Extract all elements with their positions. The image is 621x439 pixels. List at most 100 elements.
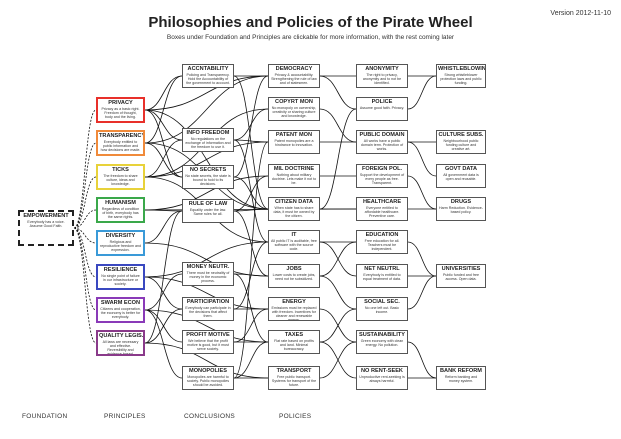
box-description: Everybody is entitled to equal treatment…	[363, 273, 401, 282]
box-description: Everybody has a voice. Assume Good Faith…	[27, 220, 65, 229]
box-title: COPYRT MON	[275, 99, 313, 105]
box-title: ANONYMITY	[365, 66, 399, 72]
box-title: PRIVACY	[108, 100, 133, 106]
link-principle-19	[144, 276, 269, 310]
box-description: No monopoly on ownership, creativity or …	[271, 106, 317, 119]
box-description: Patent monopolies are a hindrance to inn…	[274, 139, 314, 148]
box-title: DIVERSITY	[105, 233, 136, 239]
link-policy-bc-8	[407, 275, 437, 310]
box-description: Everybody can participate in the decisio…	[185, 306, 231, 319]
box-title: TRANSPARENCY	[99, 133, 145, 139]
box-title: POLICE	[371, 99, 393, 105]
conclusion-money-neutr: MONEY NEUTR.There must be neutrality of …	[182, 262, 234, 286]
version-label: Version 2012-11-10	[550, 10, 611, 17]
link-policy-bc-3	[407, 141, 437, 177]
link-principle-26	[144, 308, 183, 344]
box-description: Emissions must be replaced with freedom.…	[271, 306, 317, 321]
box-title: ACCNTABILITY	[187, 66, 229, 72]
box-title: SUSTAINABILITY	[359, 332, 405, 338]
column-label-principles: PRINCIPLES	[104, 413, 146, 420]
page-subtitle: Boxes under Foundation and Principles ar…	[166, 34, 455, 41]
link-principle-25	[144, 210, 183, 344]
box-description: Neighbourhood public funding culture and…	[443, 139, 479, 152]
box-title: GOVT DATA	[444, 166, 478, 172]
box-title: PROFIT MOTIVE	[186, 332, 230, 338]
box-description: Green economy with clean energy. No poll…	[360, 339, 404, 348]
box-description: Flat rate based on profits and land. Min…	[274, 339, 314, 352]
box-title: TAXES	[284, 332, 304, 338]
policy-culture-subs: CULTURE SUBS.Neighbourhood public fundin…	[436, 130, 486, 154]
box-title: TICKS	[112, 167, 129, 173]
link-conclusion-9	[233, 210, 269, 277]
box-title: PARTICIPATION	[186, 299, 230, 305]
box-description: No single point of failure in our infras…	[101, 274, 140, 287]
policy-foreign-pol: FOREIGN POL.Support the development of e…	[356, 164, 408, 188]
box-title: EMPOWERMENT	[23, 213, 69, 219]
link-conclusion-8	[233, 208, 269, 212]
link-principle-5	[144, 75, 183, 144]
link-policy-bc-9	[407, 341, 437, 379]
principle-quality-legis[interactable]: QUALITY LEGIS.All laws are necessary and…	[96, 330, 145, 356]
box-title: EDUCATION	[365, 232, 399, 238]
box-title: TRANSPORT	[276, 368, 312, 374]
link-principle-24	[144, 309, 269, 343]
box-description: When state has to share data, it must be…	[273, 206, 315, 219]
box-title: HUMANISM	[105, 200, 136, 206]
box-description: Unproductive rent-seeking is always harm…	[359, 375, 405, 384]
box-description: All public IT is auditable, free softwar…	[271, 239, 317, 252]
link-foundation-principle-7	[73, 227, 97, 344]
box-description: The freedom to share culture, ideas and …	[103, 174, 138, 187]
link-conclusion-4	[233, 139, 269, 243]
link-policy-bc-4	[407, 175, 437, 210]
link-principle-2	[144, 109, 183, 178]
box-title: DRUGS	[450, 199, 472, 205]
link-conclusion-12	[233, 241, 269, 310]
link-principle-1	[144, 109, 183, 141]
box-description: There must be neutrality of money in the…	[186, 271, 230, 284]
link-policy-bc-1	[407, 75, 437, 110]
column-label-policies: POLICIES	[279, 413, 312, 420]
link-foundation-principle-6	[73, 227, 97, 311]
link-policy-ab-9	[319, 275, 357, 310]
link-principle-9	[144, 139, 183, 178]
link-foundation-principle-1	[73, 142, 97, 229]
box-title: DEMOCRACY	[275, 66, 313, 72]
box-title: PUBLIC DOMAIN	[359, 132, 405, 138]
box-title: NO SECRETS	[189, 167, 227, 173]
box-title: CITIZEN DATA	[274, 199, 313, 205]
box-title: ENERGY	[282, 299, 306, 305]
box-description: Harm Reduction. Evidence-based policy.	[439, 206, 483, 215]
box-description: Religious and reproductive freedom and e…	[100, 240, 141, 253]
box-description: Monopolies are harmful to society. Publi…	[186, 375, 230, 388]
box-description: Strong whistleblower protection laws and…	[440, 73, 482, 86]
box-description: Free public transport. Systems for trans…	[271, 375, 317, 388]
box-title: JOBS	[286, 266, 302, 272]
link-conclusion-11	[233, 273, 269, 343]
box-description: Privacy & accountability. Strengthening …	[271, 73, 317, 86]
link-principle-27	[144, 342, 269, 379]
box-description: All government data is open and reusable…	[443, 173, 479, 182]
box-title: FOREIGN POL.	[361, 166, 403, 172]
